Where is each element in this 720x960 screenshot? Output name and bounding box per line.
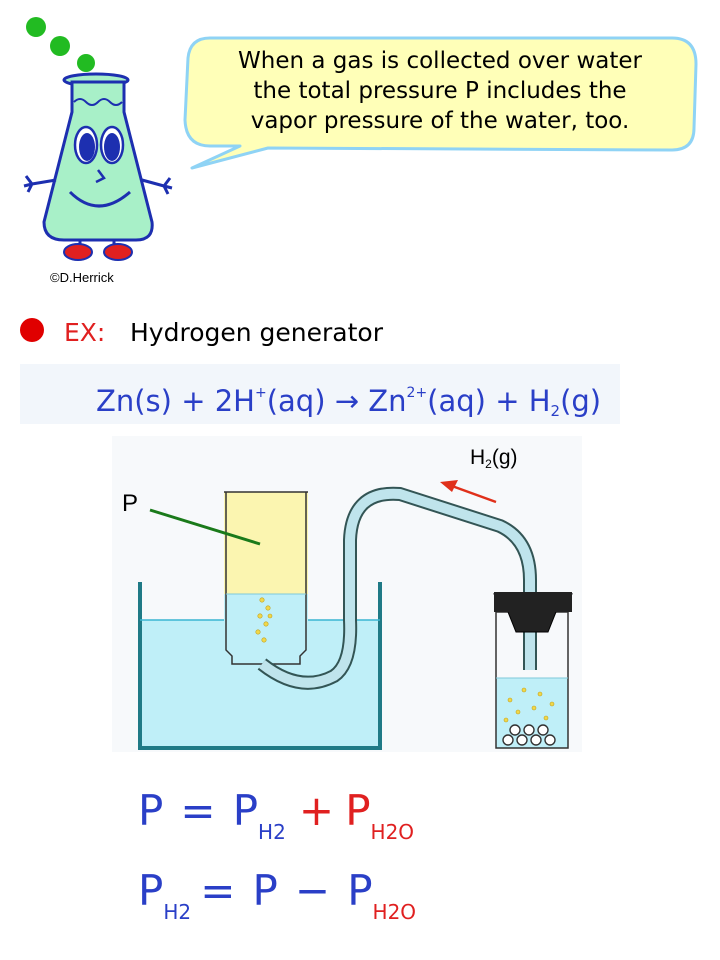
gas-label-main: H <box>470 446 486 469</box>
cylinder-gas <box>224 492 308 594</box>
callout-line-2: the total pressure P includes the <box>253 78 627 104</box>
reaction-h2-sub: 2 <box>550 402 561 420</box>
mascot-shoe-left <box>63 243 93 261</box>
credit-text: ©D.Herrick <box>50 270 114 285</box>
eq1-equals: = <box>180 786 216 835</box>
mascot-smile <box>68 190 131 208</box>
eq2-equals: = <box>200 866 236 915</box>
speech-bubble <box>183 36 698 170</box>
equations-panel <box>128 780 428 940</box>
mascot-bubble-1 <box>26 17 46 37</box>
equation-line-2: PH2 = P − PH2O <box>138 866 416 924</box>
gas-label: H2(g) <box>470 446 518 471</box>
example-title: Hydrogen generator <box>130 318 383 347</box>
delivery-tube <box>257 486 537 690</box>
mascot-shoe-right <box>103 243 133 261</box>
cylinder-bubbles <box>255 597 273 643</box>
callout-line-1: When a gas is collected over water <box>238 48 642 74</box>
mascot-body <box>42 80 154 242</box>
collection-cylinder <box>224 491 308 665</box>
reaction-band <box>20 364 620 424</box>
eq1-term2: P <box>345 786 371 835</box>
pressure-label: P <box>122 490 139 517</box>
reaction-equation: Zn(s) + 2H+(aq) → Zn2+(aq) + H2(g) <box>96 384 601 420</box>
zinc-pieces <box>502 724 556 746</box>
eq1-plus: + <box>298 786 335 835</box>
reaction-h-charge: + <box>254 385 267 401</box>
reaction-gas: (g) <box>560 384 602 418</box>
eq2-lhs-sub: H2 <box>163 900 192 924</box>
callout-text: When a gas is collected over water the t… <box>200 46 680 136</box>
reaction-zn: Zn(s) + 2H <box>96 384 255 418</box>
gas-label-state: (g) <box>491 446 518 469</box>
eq1-term1: P <box>232 786 259 835</box>
generator-flask <box>492 592 574 749</box>
eq1-term1-sub: H2 <box>258 820 286 844</box>
reaction-middle: (aq) <box>266 384 335 418</box>
stopper-top <box>494 592 572 612</box>
trough-walls <box>138 582 382 750</box>
eq2-term2: P <box>347 866 373 915</box>
mascot-pupil-right <box>104 133 120 161</box>
callout-line-3: vapor pressure of the water, too. <box>250 108 630 134</box>
pressure-pointer <box>149 508 261 546</box>
cylinder-outline <box>224 491 308 665</box>
generator-bubbles <box>503 687 555 723</box>
eq2-minus: − <box>294 866 331 915</box>
eq2-term1: P <box>252 866 278 915</box>
reaction-zn-charge: 2+ <box>406 385 428 401</box>
mascot-nose <box>95 169 106 184</box>
mascot-bubble-2 <box>50 36 70 56</box>
eq2-term2-sub: H2O <box>372 900 417 924</box>
gas-flow-arrow <box>440 480 497 504</box>
flask-mascot <box>23 17 173 261</box>
bullet-dot <box>20 318 44 342</box>
mascot-pupil-left <box>79 133 95 161</box>
reaction-arrow: → <box>334 384 360 418</box>
example-prefix: EX: <box>64 318 106 347</box>
eq1-lhs: P <box>138 786 164 835</box>
mascot-bubble-3 <box>77 54 95 72</box>
mascot-arm-right <box>141 177 173 195</box>
equation-line-1: P = PH2 + PH2O <box>138 786 414 844</box>
eq1-term2-sub: H2O <box>370 820 415 844</box>
reaction-zn2: Zn <box>359 384 407 418</box>
gas-label-sub: 2 <box>485 457 492 471</box>
mascot-arm-left <box>23 175 57 193</box>
mascot-water-line <box>73 98 123 106</box>
reaction-rest: (aq) + H <box>427 384 551 418</box>
eq2-lhs: P <box>138 866 164 915</box>
